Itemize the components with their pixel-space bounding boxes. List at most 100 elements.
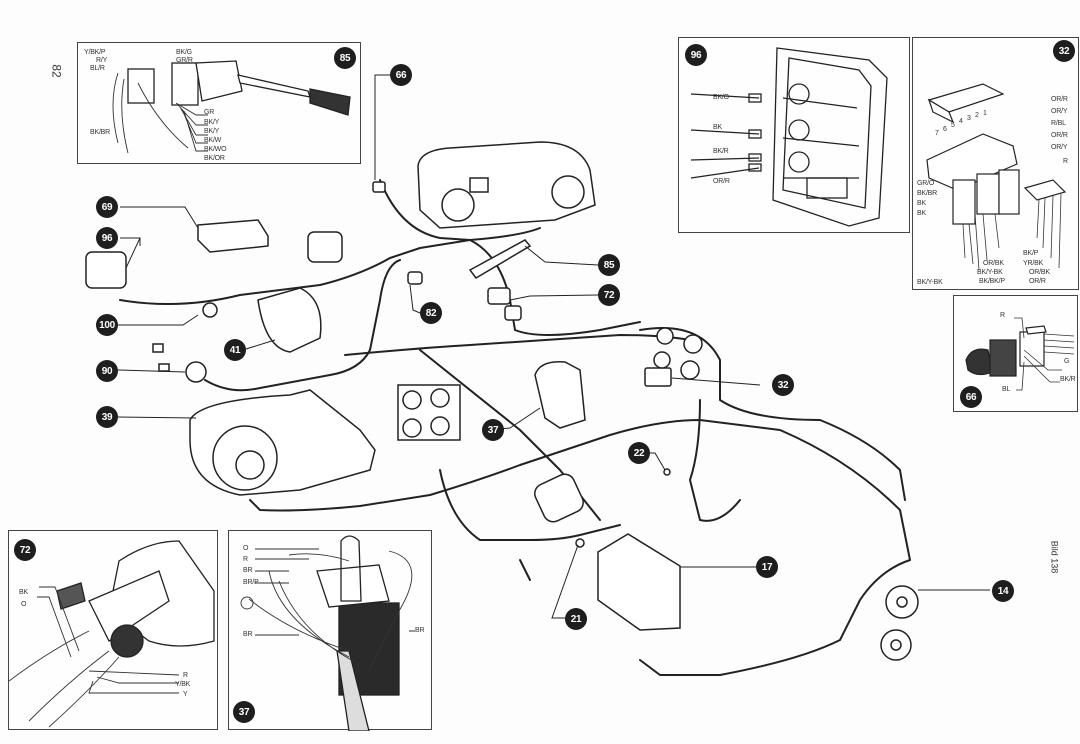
flasher-relay-69: [197, 219, 269, 253]
fuse-number: 3: [967, 115, 971, 122]
wire-label: O: [21, 601, 27, 608]
light-switch-drawing: [965, 317, 1075, 391]
ignition-switch-drawing: [9, 540, 215, 728]
wire-label: BK: [917, 200, 926, 207]
inset-fuse-box: 32 7 6 5 4 3 2 1 OR/R OR/Y R/BL OR/R OR/…: [912, 37, 1079, 290]
wire-label: G: [1064, 358, 1070, 365]
inset-66-number: 66: [960, 386, 982, 408]
harness-center: [344, 334, 691, 356]
callout-14: 14: [992, 580, 1014, 602]
component-90: [185, 361, 207, 383]
wire-label: GR/R: [176, 57, 193, 64]
wire-label: BK/BR: [917, 190, 938, 197]
wire-label: BK/O: [713, 94, 729, 101]
wire-label: GR: [204, 109, 215, 116]
fuse-number: 2: [975, 112, 979, 119]
wire-label: BK/BK/P: [979, 278, 1005, 285]
callout-72: 72: [598, 284, 620, 306]
turn-signal-stalk-85: [468, 239, 532, 279]
wire-label: BK/W: [204, 137, 222, 144]
wire-label: BK/WO: [204, 146, 227, 153]
fuse-number: 7: [935, 130, 939, 137]
page-number: 82: [49, 64, 64, 78]
harness-cross: [419, 349, 601, 521]
wire-label: OR/R: [713, 178, 730, 185]
wire-label: O: [243, 545, 249, 552]
callout-39: 39: [96, 406, 118, 428]
wire-label: YR/BK: [1023, 260, 1044, 267]
inset-96-number: 96: [685, 44, 707, 66]
wire-label: BR: [415, 627, 425, 634]
wire-label: BK/OR: [204, 155, 225, 162]
wire-label: OR/R: [1051, 132, 1068, 139]
callout-96: 96: [96, 227, 118, 249]
callout-100: 100: [96, 314, 118, 336]
wire-label: BK/BR: [90, 129, 111, 136]
wire-label: OR/BK: [983, 260, 1004, 267]
callout-22: 22: [628, 442, 650, 464]
wire-label: BR: [243, 631, 253, 638]
wire-label: R: [183, 672, 188, 679]
inset-wiper-motor: 37 O R BR BR/P BR BR: [228, 530, 432, 731]
fuse-number: 1: [983, 110, 987, 117]
callout-90: 90: [96, 360, 118, 382]
wiper-motor-drawing: [240, 535, 415, 731]
rear-lamp-left: [85, 251, 127, 289]
wire-label: BK/Y-BK: [917, 279, 943, 286]
component-100: [202, 302, 218, 318]
fuse-box-32: [644, 367, 672, 387]
wire-label: BK/R: [1060, 376, 1076, 383]
fuse-number: 5: [951, 122, 955, 129]
wire-label: BL: [1002, 386, 1011, 393]
fuse-number: 4: [959, 118, 963, 125]
component-22: [663, 468, 671, 476]
callout-41: 41: [224, 339, 246, 361]
wire-label: R/Y: [96, 57, 108, 64]
callout-21: 21: [565, 608, 587, 630]
wire-label: BK/R: [713, 148, 729, 155]
wiper-motor-37: [534, 361, 586, 429]
wire-label: BK: [19, 589, 28, 596]
wire-label: Y: [183, 691, 188, 698]
turn-signal-switch-drawing: [112, 60, 351, 154]
ignition-coil-41: [257, 287, 322, 353]
battery-17: [597, 533, 681, 631]
inset-37-number: 37: [233, 701, 255, 723]
wire-label: R: [1000, 312, 1005, 319]
inset-rear-light: 96 BK/O BK BK/R OR/R: [678, 37, 910, 233]
wire-label: GR/O: [917, 180, 935, 187]
ignition-switch-72: [487, 287, 511, 305]
wire-label: BK: [917, 210, 926, 217]
callout-17: 17: [756, 556, 778, 578]
callout-37: 37: [482, 419, 504, 441]
wire-label: OR/BK: [1029, 269, 1050, 276]
wire-label: BK: [713, 124, 722, 131]
wire-label: OR/Y: [1051, 108, 1068, 115]
wire-label: Y/BK/P: [84, 49, 106, 56]
callout-66: 66: [390, 64, 412, 86]
rear-lamp-right: [307, 231, 343, 263]
wire-label: R: [243, 556, 248, 563]
fuse-number: 6: [943, 126, 947, 133]
callout-69: 69: [96, 196, 118, 218]
wire-label: BK/G: [176, 49, 192, 56]
callout-32: 32: [772, 374, 794, 396]
inset-light-switch: 66 R G BK/R BL: [953, 295, 1078, 412]
component-82: [407, 271, 423, 285]
harness-right: [639, 327, 906, 501]
harness-left: [204, 259, 401, 392]
wire-label: R: [1063, 158, 1068, 165]
wire-label: BR: [243, 567, 253, 574]
inset-turn-signal-switch: 85 Y/BK/P R/Y BL/R BK/G GR/R GR BK/Y BK/…: [77, 42, 361, 164]
harness-battery: [439, 469, 621, 541]
wire-label: BR/P: [243, 579, 259, 586]
callout-85: 85: [598, 254, 620, 276]
wire-label: R/BL: [1051, 120, 1066, 127]
wire-label: Y/BK: [175, 681, 191, 688]
wire-label: OR/Y: [1051, 144, 1068, 151]
harness-front: [689, 399, 741, 522]
fuse-box-drawing: [926, 83, 1067, 271]
wire-label: OR/R: [1029, 278, 1046, 285]
inset-72-number: 72: [14, 539, 36, 561]
